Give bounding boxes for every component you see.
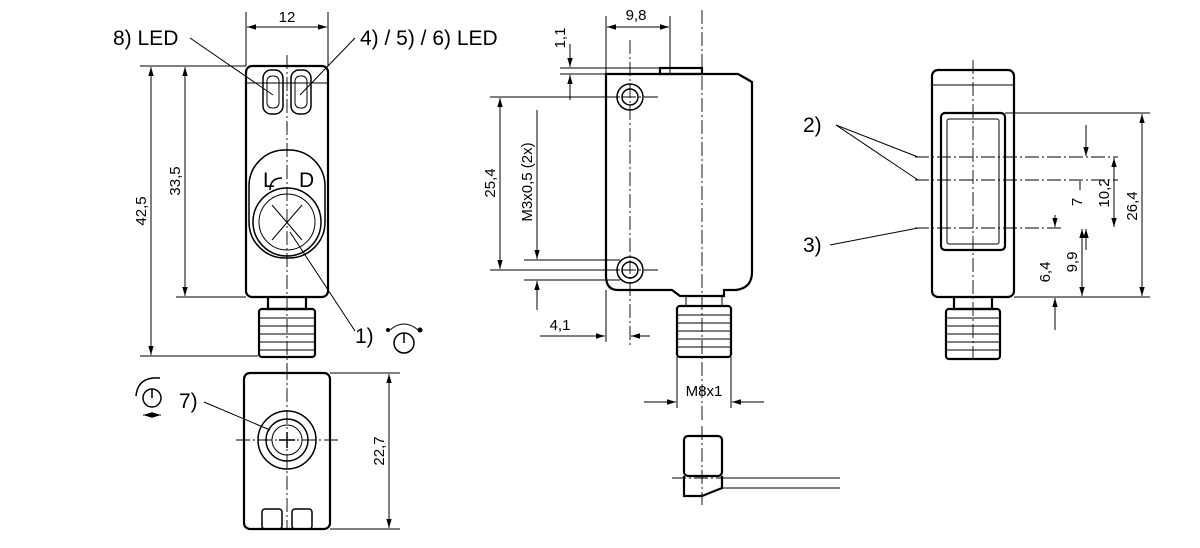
front-view: L D 12 42,5 33,5 8) LED 4) / 5 <box>113 9 498 370</box>
dim-side-hole-spacing: 25,4 <box>482 168 499 197</box>
rotate-dial-icon <box>135 377 162 418</box>
dim-front-height-body: 33,5 <box>167 166 184 195</box>
dim-side-thread: M3x0,5 (2x) <box>519 142 536 221</box>
dim-lens-7: 7 <box>1069 198 1086 206</box>
dim-lens-9-9: 9,9 <box>1064 252 1081 273</box>
bottom-view: 22,7 7) <box>135 366 400 531</box>
pot-label-d: D <box>299 169 314 192</box>
lens-view: 26,4 10,2 7 9,9 6,4 2) 3) <box>803 60 1150 361</box>
dim-side-top-offset: 1,1 <box>552 28 569 49</box>
dim-side-hole-offset: 4,1 <box>550 317 571 334</box>
side-housing <box>604 72 754 298</box>
label-item-3: 3) <box>803 234 822 257</box>
side-connector <box>675 296 733 359</box>
label-item-2: 2) <box>803 114 822 137</box>
dim-bottom-height: 22,7 <box>371 436 388 465</box>
side-view: 9,8 1,1 25,4 M3x0,5 (2x) 4,1 M8x1 <box>482 7 840 505</box>
potentiometer: L D <box>248 149 326 259</box>
lens-connector <box>944 297 1002 361</box>
dim-lens-height: 26,4 <box>1124 191 1141 220</box>
dim-connector-thread: M8x1 <box>686 383 723 400</box>
dim-front-width: 12 <box>279 9 296 26</box>
potentiometer-adjust-icon <box>386 323 423 354</box>
label-item-7: 7) <box>179 390 198 413</box>
label-item-1: 1) <box>355 325 374 348</box>
front-connector <box>257 297 317 359</box>
dim-lens-6-4: 6,4 <box>1037 262 1054 283</box>
dim-side-width: 9,8 <box>626 7 647 24</box>
dim-front-height-total: 42,5 <box>133 196 150 225</box>
label-led-456: 4) / 5) / 6) LED <box>360 27 498 50</box>
label-led-8: 8) LED <box>113 27 178 50</box>
cable-connector-variant <box>672 426 840 505</box>
led-windows <box>262 69 312 115</box>
dim-lens-spacing: 10,2 <box>1096 178 1113 207</box>
pot-label-l: L <box>263 169 275 192</box>
